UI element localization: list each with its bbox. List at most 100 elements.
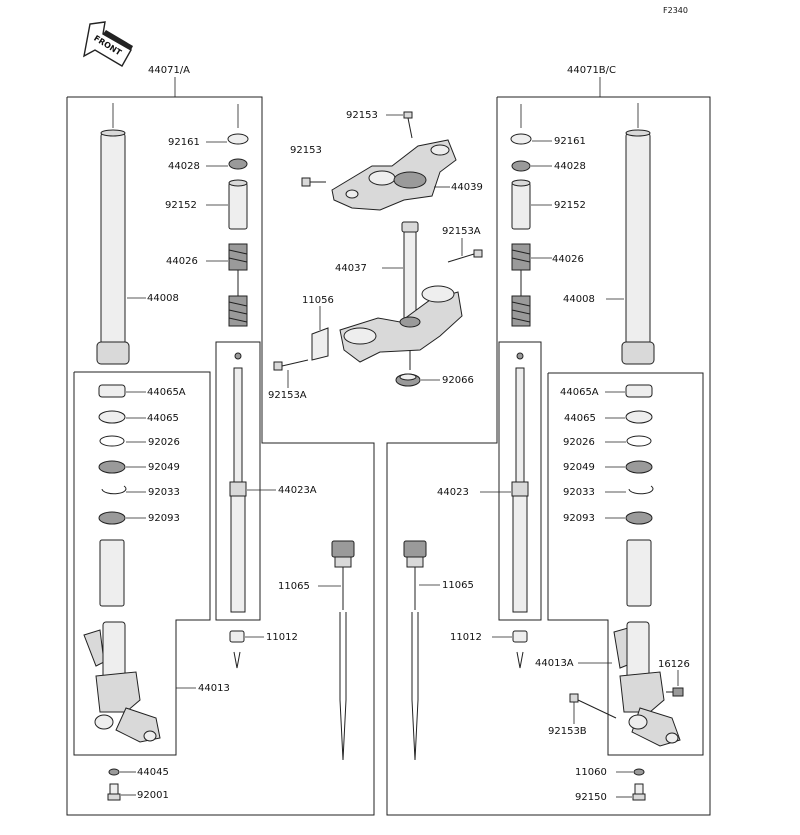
- label-11065-center: 11065: [442, 580, 474, 591]
- bolt-92153-top: [403, 111, 413, 139]
- cap-bushing-right: [511, 160, 531, 172]
- dust-seal-left: [98, 511, 126, 525]
- washer-left: [99, 435, 125, 447]
- label-44071-a: 44071/A: [148, 65, 190, 76]
- oil-seal-right: [625, 460, 653, 474]
- axle-holder-left: [83, 621, 161, 743]
- front-arrow-icon: FRONT: [83, 21, 133, 67]
- label-92001: 92001: [137, 790, 169, 801]
- label-44023a: 44023A: [278, 485, 317, 496]
- label-44065a-left: 44065A: [147, 387, 186, 398]
- label-11012-left: 11012: [266, 632, 298, 643]
- bolt-92153a-right: [447, 249, 483, 263]
- cap-bushing-left: [228, 158, 248, 170]
- label-44008-left: 44008: [147, 293, 179, 304]
- upper-bracket: [331, 139, 457, 211]
- bolt-92153-side: [301, 177, 326, 187]
- bush-right: [625, 410, 653, 424]
- label-92150: 92150: [575, 792, 607, 803]
- label-92153-top: 92153: [346, 110, 378, 121]
- label-92153a-right: 92153A: [442, 226, 481, 237]
- bolt-92150: [632, 783, 646, 801]
- label-92093-right: 92093: [563, 513, 595, 524]
- label-92033-right: 92033: [563, 487, 595, 498]
- right-assembly-frame: [386, 96, 711, 816]
- label-44065-right: 44065: [564, 413, 596, 424]
- outer-tube-left: [96, 103, 130, 365]
- label-92026-left: 92026: [148, 437, 180, 448]
- washer-right: [626, 435, 652, 447]
- right-lower-subframe: [547, 372, 704, 756]
- inner-tube-left: [99, 539, 125, 607]
- label-44045: 44045: [137, 767, 169, 778]
- adjuster-center: [403, 540, 427, 761]
- axle-holder-right: [613, 621, 681, 747]
- stem-nut: [395, 350, 421, 387]
- label-11065-left: 11065: [278, 581, 310, 592]
- label-44026-right: 44026: [552, 254, 584, 265]
- label-44028-left: 44028: [168, 161, 200, 172]
- label-44008-right: 44008: [563, 294, 595, 305]
- cap-washer-right: [510, 133, 532, 145]
- adjuster-left: [331, 540, 355, 761]
- spacer-right: [511, 182, 531, 230]
- bush-a-left: [98, 384, 126, 398]
- cap-washer-left: [227, 133, 249, 145]
- label-92153b: 92153B: [548, 726, 587, 737]
- label-92049-left: 92049: [148, 462, 180, 473]
- left-lower-subframe: [73, 371, 211, 756]
- label-11056: 11056: [302, 295, 334, 306]
- label-44026-left: 44026: [166, 256, 198, 267]
- gasket-left: [108, 768, 120, 776]
- steering-stem: [339, 221, 463, 363]
- outer-tube-right: [621, 103, 655, 365]
- bolt-92153b: [569, 693, 617, 719]
- label-44023: 44023: [437, 487, 469, 498]
- label-92049-right: 92049: [563, 462, 595, 473]
- bush-a-right: [625, 384, 653, 398]
- label-92066: 92066: [442, 375, 474, 386]
- label-44013a: 44013A: [535, 658, 574, 669]
- bracket-plate: [311, 327, 329, 361]
- label-92153a-left: 92153A: [268, 390, 307, 401]
- label-92152-right: 92152: [554, 200, 586, 211]
- bolt-92153a-left: [273, 359, 309, 371]
- label-11060: 11060: [575, 767, 607, 778]
- nut-right: [512, 630, 528, 643]
- bleed-16126: [666, 670, 684, 697]
- circlip-right: [628, 485, 654, 495]
- right-cylinder-subframe: [498, 341, 542, 621]
- label-92093-left: 92093: [148, 513, 180, 524]
- left-assembly-frame: [66, 96, 375, 816]
- label-44037: 44037: [335, 263, 367, 274]
- figure-code: F2340: [663, 6, 688, 15]
- label-92033-left: 92033: [148, 487, 180, 498]
- spring-right: [511, 243, 531, 327]
- label-16126: 16126: [658, 659, 690, 670]
- label-92026-right: 92026: [563, 437, 595, 448]
- label-92161-right: 92161: [554, 136, 586, 147]
- label-44065-left: 44065: [147, 413, 179, 424]
- label-44013: 44013: [198, 683, 230, 694]
- cylinder-left: [229, 352, 247, 613]
- dust-seal-right: [625, 511, 653, 525]
- cylinder-right: [511, 352, 529, 613]
- spacer-left: [228, 182, 248, 230]
- label-11012-right: 11012: [450, 632, 482, 643]
- gasket-right: [633, 768, 645, 776]
- label-92153-side: 92153: [290, 145, 322, 156]
- left-cylinder-subframe: [215, 341, 261, 621]
- spring-left: [228, 243, 248, 327]
- label-44065a-right: 44065A: [560, 387, 599, 398]
- label-44028-right: 44028: [554, 161, 586, 172]
- bolt-92001: [107, 783, 121, 801]
- label-44039: 44039: [451, 182, 483, 193]
- nut-left: [229, 630, 245, 643]
- oil-seal-left: [98, 460, 126, 474]
- label-92152-left: 92152: [165, 200, 197, 211]
- circlip-left: [101, 485, 127, 495]
- bush-left: [98, 410, 126, 424]
- label-44071b-c: 44071B/C: [567, 65, 616, 76]
- inner-tube-right: [626, 539, 652, 607]
